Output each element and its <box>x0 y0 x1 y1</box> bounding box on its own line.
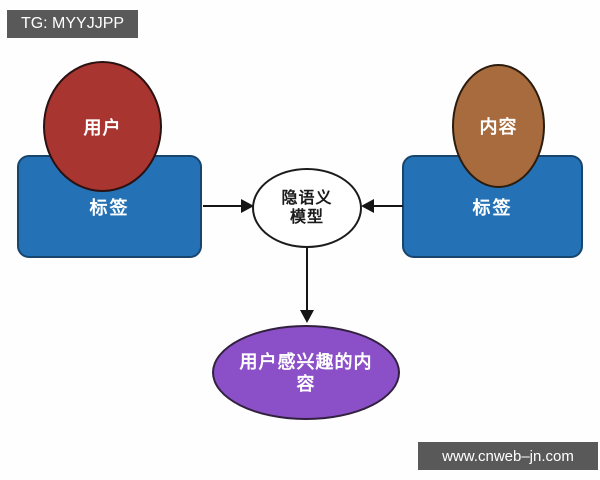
arrow-right-head-icon <box>241 199 254 213</box>
watermark-tg-badge: TG: MYYJJPP <box>7 10 138 38</box>
user-ellipse-node: 用户 <box>43 61 162 192</box>
interested-content-result-node: 用户感兴趣的内 容 <box>212 325 400 420</box>
content-ellipse-node: 内容 <box>452 64 545 188</box>
arrow-left-to-model-shaft <box>203 205 241 207</box>
result-label-line1: 用户感兴趣的内 <box>239 351 373 372</box>
model-label-line1: 隐语义 <box>281 190 333 207</box>
user-ellipse-label: 用户 <box>83 117 122 138</box>
arrow-model-to-result-shaft <box>306 248 308 311</box>
arrow-left-head-icon <box>361 199 374 213</box>
arrow-right-to-model-shaft <box>374 205 403 207</box>
watermark-url-badge: www.cnweb–jn.com <box>418 442 598 470</box>
watermark-url-text: www.cnweb–jn.com <box>442 447 574 465</box>
user-tags-rect-label: 标签 <box>89 197 130 218</box>
watermark-tg-text: TG: MYYJJPP <box>20 15 125 32</box>
result-label-line2: 容 <box>296 373 316 394</box>
content-tags-rect-label: 标签 <box>472 197 513 218</box>
arrow-down-head-icon <box>300 310 314 323</box>
content-ellipse-label: 内容 <box>479 117 518 137</box>
latent-semantic-model-node: 隐语义 模型 <box>252 168 362 248</box>
model-label-line2: 模型 <box>289 209 324 226</box>
content-tags-rect-node: 标签 <box>402 155 583 258</box>
